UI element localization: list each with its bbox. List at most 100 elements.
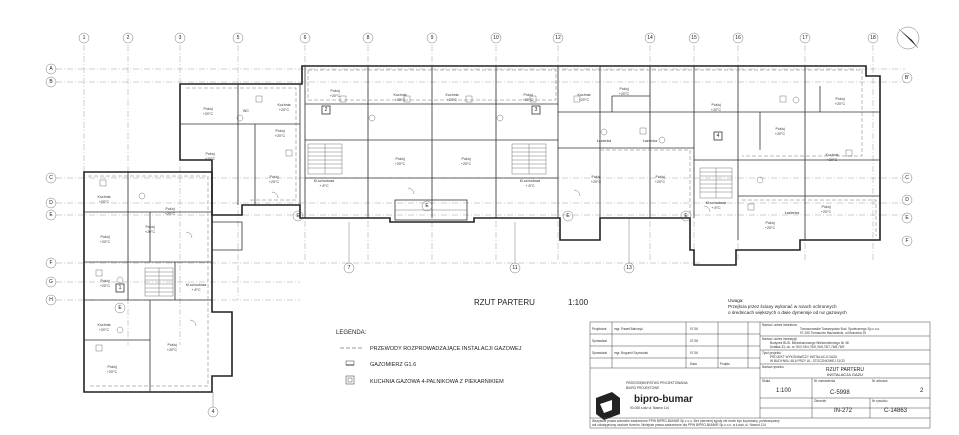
- svg-text:Pokój: Pokój: [836, 97, 845, 101]
- note-header: Uwaga:: [728, 298, 744, 303]
- svg-text:+20°C: +20°C: [395, 98, 406, 102]
- svg-text:+20°C: +20°C: [523, 98, 534, 102]
- svg-text:Pokój: Pokój: [276, 129, 285, 133]
- room-label: Kuchnia+20°C: [446, 93, 459, 102]
- svg-text:Pokój: Pokój: [656, 175, 665, 179]
- legend-item-label: KUCHNIA GAZOWA 4-PALNIKOWA Z PIEKARNIKIE…: [370, 379, 504, 385]
- axis-markers-bottom: 4 7 11 13: [207, 218, 635, 418]
- gas-meter-legend-icon: [345, 360, 355, 366]
- svg-text:Pokój: Pokój: [108, 365, 117, 369]
- object-label: Nazwa i adres inwestycji: [762, 337, 797, 341]
- svg-text:13: 13: [626, 265, 632, 271]
- axis-marker: 15: [688, 32, 700, 44]
- room-label: Kuchnia+20°C: [578, 93, 591, 102]
- stage-label: Tytuł projektu: [762, 351, 781, 355]
- stair-marker: 4: [713, 131, 723, 141]
- code-label: Zlecenie: [814, 399, 826, 403]
- podpis-label: Podpis: [720, 362, 730, 366]
- axis-marker: E: [421, 200, 433, 212]
- axis-marker: 7: [343, 262, 355, 274]
- svg-text:+ 8°C: + 8°C: [191, 288, 201, 292]
- svg-text:+20°C: +20°C: [107, 370, 118, 374]
- room-label: Kuchnia+20°C: [278, 103, 291, 112]
- copyright-line: Wszystkie prawa autorskie zastrzeżone PP…: [592, 419, 780, 423]
- role-name: mgr. Bogumił Szymczak: [614, 351, 648, 355]
- axis-marker: 4: [207, 406, 219, 418]
- svg-text:+20°C: +20°C: [145, 230, 156, 234]
- svg-text:+20°C: +20°C: [167, 348, 178, 352]
- legend-title: LEGENDA:: [336, 330, 367, 336]
- axis-marker: F: [901, 235, 913, 247]
- stair-markers: 1 2 3 4: [115, 105, 723, 293]
- room-label: Pokój+20°C: [655, 175, 666, 184]
- room-label: Pokój+20°C: [461, 157, 472, 166]
- axis-markers-right: B' C D E F: [901, 72, 913, 247]
- svg-text:2: 2: [325, 107, 328, 113]
- svg-text:8: 8: [367, 35, 370, 41]
- svg-text:Pokój: Pokój: [101, 235, 110, 239]
- drawing-name-label: Nazwa rysunku: [762, 365, 784, 369]
- svg-text:Kuchnia: Kuchnia: [98, 323, 111, 327]
- svg-text:B: B: [49, 79, 53, 85]
- archive-no: C-5998: [830, 390, 850, 396]
- drawing-sub: INSTALACJA GAZU: [827, 372, 863, 377]
- axis-marker: 14: [644, 32, 656, 44]
- svg-text:+20°C: +20°C: [100, 284, 111, 288]
- room-label: Pokój+20°C: [100, 235, 111, 244]
- company-logo: [596, 392, 620, 420]
- axis-marker: 6: [299, 32, 311, 44]
- room-label: Pokój+20°C: [711, 103, 722, 112]
- axis-marker: 8: [362, 32, 374, 44]
- copyright-line: ani udostępniony osobom trzecim. Niniejs…: [592, 423, 766, 427]
- project-label: Nr rysunku: [872, 399, 888, 403]
- design-note: Uwaga: Przejścia przez ściany wykonać w …: [728, 298, 847, 315]
- svg-text:Pokój: Pokój: [620, 87, 629, 91]
- svg-text:Pokój: Pokój: [204, 107, 213, 111]
- svg-text:+20°C: +20°C: [330, 94, 341, 98]
- company-subtitle: BIURO PROJEKTOWE: [626, 386, 659, 390]
- room-label: Pokój+20°C: [821, 205, 832, 214]
- room-label: Pokój+20°C: [203, 107, 214, 116]
- svg-text:+20°C: +20°C: [619, 92, 630, 96]
- svg-text:4: 4: [212, 409, 215, 415]
- axis-marker: E: [114, 302, 126, 314]
- svg-text:12: 12: [555, 35, 561, 41]
- room-label: Pokój+20°C: [765, 221, 776, 230]
- svg-text:Kl.schodowa: Kl.schodowa: [314, 179, 334, 183]
- role-label: Projektant: [592, 327, 606, 331]
- svg-text:+20°C: +20°C: [275, 134, 286, 138]
- legend-item-label: GAZOMIERZ G1.6: [370, 362, 416, 368]
- room-label: Pokój+20°C: [835, 97, 846, 106]
- axis-marker: B: [45, 76, 57, 88]
- stair-marker: 1: [115, 283, 125, 293]
- svg-text:14: 14: [647, 35, 653, 41]
- room-label: Pokój+20°C: [269, 175, 280, 184]
- svg-text:WC: WC: [243, 109, 249, 113]
- svg-text:+ 8°C: + 8°C: [525, 184, 535, 188]
- axis-marker: E: [562, 210, 574, 222]
- svg-text:Pokój: Pokój: [776, 127, 785, 131]
- svg-text:Łazienka: Łazienka: [785, 211, 799, 215]
- axis-marker: E: [45, 209, 57, 221]
- svg-text:Kuchnia: Kuchnia: [394, 93, 407, 97]
- staircase-3: [511, 143, 547, 175]
- axis-marker: 11: [509, 262, 521, 274]
- legend-item-label: PRZEWODY ROZPROWADZAJĄCE INSTALACJI GAZO…: [370, 346, 522, 352]
- svg-text:Pokój: Pokój: [712, 103, 721, 107]
- svg-text:Pokój: Pokój: [592, 175, 601, 179]
- stair-marker: 2: [321, 105, 331, 115]
- axis-marker: 9: [426, 32, 438, 44]
- svg-text:+20°C: +20°C: [827, 158, 838, 162]
- svg-text:Pokój: Pokój: [101, 279, 110, 283]
- svg-text:+20°C: +20°C: [765, 226, 776, 230]
- svg-text:+ 8°C: + 8°C: [711, 206, 721, 210]
- room-label: Pokój+20°C: [775, 127, 786, 136]
- room-label: Pokój+20°C: [395, 157, 406, 166]
- stage-line: W BUDYNKU 48 A PRZY UL. STOCZNIOWEJ 31/3…: [770, 359, 845, 363]
- svg-text:Pokój: Pokój: [822, 205, 831, 209]
- svg-text:D: D: [49, 200, 53, 206]
- role-name: mgr. Paweł Bańczyk: [614, 327, 643, 331]
